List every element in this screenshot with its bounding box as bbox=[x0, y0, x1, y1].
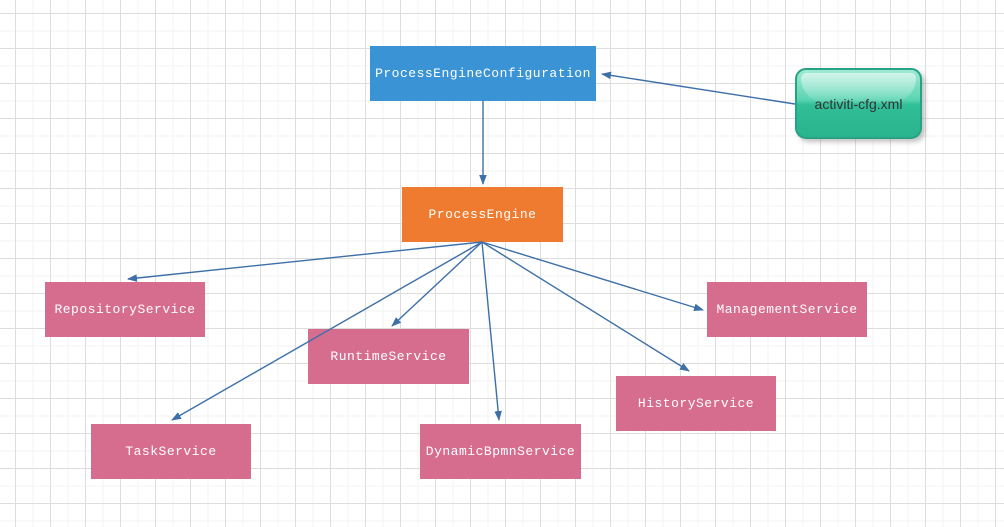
node-repository-service[interactable]: RepositoryService bbox=[45, 282, 205, 337]
edge-engine-to-runtime-service[interactable] bbox=[391, 241, 483, 327]
edge-cfgxml-to-configuration[interactable] bbox=[601, 71, 796, 105]
node-label: HistoryService bbox=[637, 396, 755, 411]
node-label: activiti-cfg.xml bbox=[814, 95, 903, 112]
node-process-engine[interactable]: ProcessEngine bbox=[402, 187, 563, 242]
node-task-service[interactable]: TaskService bbox=[91, 424, 251, 479]
node-history-service[interactable]: HistoryService bbox=[616, 376, 776, 431]
node-label: RuntimeService bbox=[330, 349, 447, 364]
edge-engine-to-dynamic-bpmn-service[interactable] bbox=[481, 241, 502, 421]
node-label: RepositoryService bbox=[54, 302, 196, 317]
node-label: ProcessEngineConfiguration bbox=[375, 66, 591, 81]
node-label: ProcessEngine bbox=[428, 207, 537, 222]
node-runtime-service[interactable]: RuntimeService bbox=[308, 329, 469, 384]
node-label: ManagementService bbox=[716, 302, 858, 317]
node-label: TaskService bbox=[125, 444, 217, 459]
node-label: DynamicBpmnService bbox=[425, 444, 576, 459]
node-process-engine-configuration[interactable]: ProcessEngineConfiguration bbox=[370, 46, 596, 101]
node-management-service[interactable]: ManagementService bbox=[707, 282, 867, 337]
edge-engine-to-history-service[interactable] bbox=[481, 241, 690, 372]
node-activiti-cfg-xml[interactable]: activiti-cfg.xml bbox=[795, 68, 922, 139]
node-dynamic-bpmn-service[interactable]: DynamicBpmnService bbox=[420, 424, 581, 479]
edge-engine-to-repository-service[interactable] bbox=[127, 241, 483, 282]
edge-engine-to-management-service[interactable] bbox=[481, 241, 704, 311]
